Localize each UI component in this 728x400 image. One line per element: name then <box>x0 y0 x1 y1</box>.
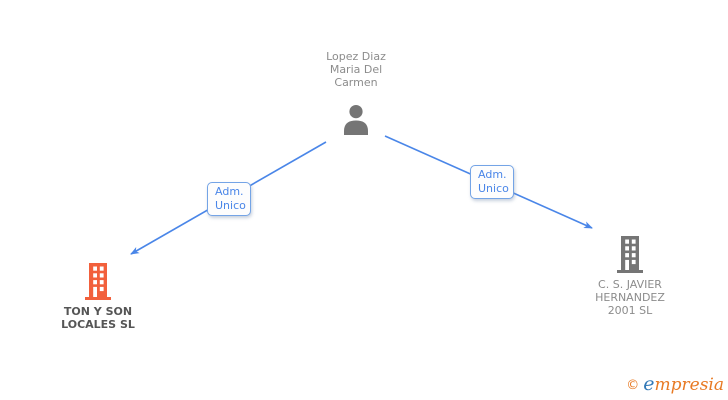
company-node-ton-y-son-locales[interactable]: TON Y SON LOCALES SL <box>38 263 158 331</box>
company-name-line: LOCALES SL <box>61 318 135 331</box>
company-name-line: TON Y SON <box>63 305 133 318</box>
brand-name: mpresia <box>654 375 725 395</box>
edge-label-line: Unico <box>478 182 509 195</box>
person-icon <box>344 105 368 135</box>
person-name-line: Lopez Diaz <box>326 50 386 63</box>
copyright-icon: © <box>626 378 640 393</box>
building-icon <box>617 236 643 273</box>
edge-label-line: Adm. <box>215 185 244 198</box>
building-icon <box>85 263 111 300</box>
person-node[interactable] <box>341 104 371 135</box>
company-name: TON Y SON LOCALES SL <box>38 305 158 331</box>
edge-label-line: Unico <box>215 199 246 212</box>
person-name[interactable]: Lopez Diaz Maria Del Carmen <box>296 50 416 89</box>
edge-label-adm-unico-left[interactable]: Adm. Unico <box>207 182 251 216</box>
company-name-line: HERNANDEZ <box>595 291 665 304</box>
company-name-line: C. S. JAVIER <box>598 278 662 291</box>
brand-initial: e <box>643 373 655 395</box>
person-name-line: Maria Del <box>329 63 383 76</box>
company-node-cs-javier-hernandez[interactable]: C. S. JAVIER HERNANDEZ 2001 SL <box>570 236 690 317</box>
company-name-line: 2001 SL <box>607 304 653 317</box>
edge-label-line: Adm. <box>478 168 507 181</box>
company-name: C. S. JAVIER HERNANDEZ 2001 SL <box>570 278 690 317</box>
empresia-logo[interactable]: ©empresia <box>626 373 724 395</box>
person-name-line: Carmen <box>334 76 378 89</box>
edge-label-adm-unico-right[interactable]: Adm. Unico <box>470 165 514 199</box>
